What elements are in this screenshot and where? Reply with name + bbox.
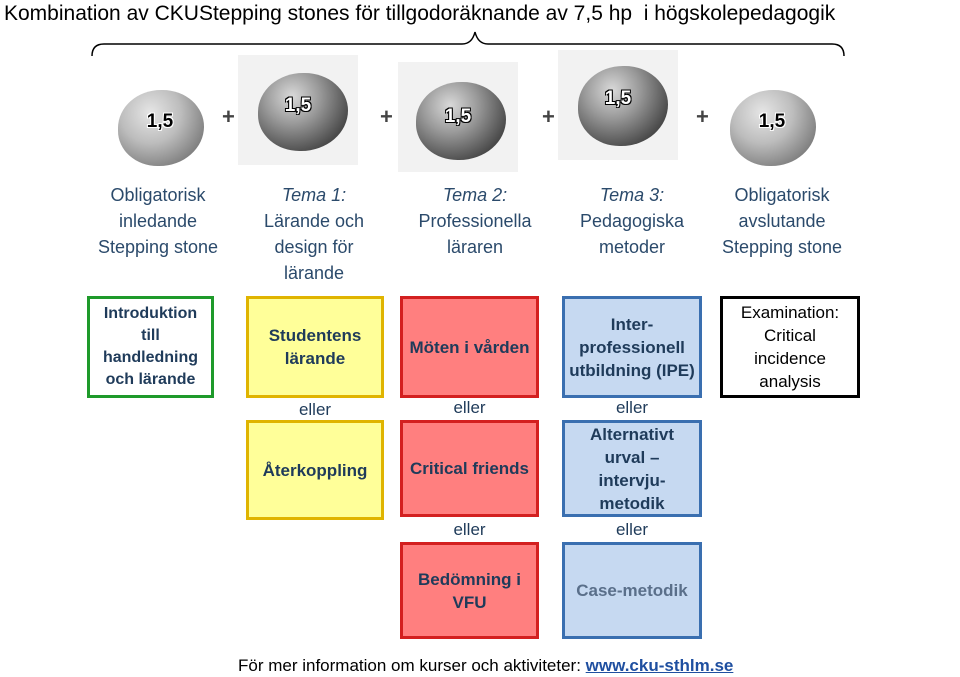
heading-line: lärande [283, 263, 345, 283]
stone-credit-label: 1,5 [284, 95, 312, 116]
plus-sign: + [380, 104, 393, 129]
heading-line: Stepping stone [97, 237, 219, 257]
box-label: Möten i vården [409, 337, 530, 357]
stone-image [258, 73, 348, 151]
stepping-stone-1: 1,5 [100, 68, 220, 178]
tema2-box-critical-friends: Critical friends [400, 420, 539, 517]
eller-label: eller [615, 520, 649, 539]
heading-line: design för [274, 237, 354, 257]
box-label: Alternativt urval – intervju-metodik [589, 424, 675, 513]
tema3-box-casemetodik: Case-metodik [562, 542, 702, 639]
column-heading-tema3: Tema 3: Pedagogiska metoder [552, 182, 712, 260]
column-heading-tema2: Tema 2: Professionella läraren [390, 182, 560, 260]
title-part-1: Kombination av CKU [4, 2, 199, 25]
column-heading-final: Obligatorisk avslutande Stepping stone [702, 182, 862, 260]
stepping-stone-4: 1,5 [558, 50, 678, 160]
box-label: Case-metodik [576, 581, 688, 600]
stepping-stone-3: 1,5 [398, 62, 518, 172]
heading-line: inledande [118, 211, 198, 231]
eller-label: eller [615, 398, 649, 417]
stepping-stone-2: 1,5 [238, 55, 358, 165]
footer-link[interactable]: www.cku-sthlm.se [585, 656, 734, 675]
heading-line: Obligatorisk [110, 185, 206, 205]
heading-line: Lärande och [263, 211, 365, 231]
heading-line: Pedagogiska [579, 211, 685, 231]
footer-text: För mer information om kurser och aktivi… [238, 656, 586, 675]
tema3-box-ipe: Inter-professionell utbildning (IPE) [562, 296, 702, 398]
intro-box: Introduktion till handledning och lärand… [87, 296, 214, 398]
tema3-box-intervjumetodik: Alternativt urval – intervju-metodik [562, 420, 702, 517]
tema1-box-studentens-larande: Studentens lärande [246, 296, 384, 398]
stone-image [118, 90, 204, 166]
stepping-stone-5: 1,5 [712, 68, 832, 178]
curly-brace [91, 31, 845, 57]
plus-sign: + [222, 104, 235, 129]
tema2-box-moten: Möten i vården [400, 296, 539, 398]
footer: För mer information om kurser och aktivi… [238, 656, 733, 676]
heading-line: Stepping stone [721, 237, 843, 257]
heading-line: metoder [598, 237, 666, 257]
box-label: Critical friends [409, 459, 530, 478]
heading-line: läraren [446, 237, 504, 257]
stone-image [578, 66, 668, 146]
exam-box-label: Examination: Critical incidence analysis [740, 303, 840, 391]
eller-label: eller [453, 520, 486, 539]
page-title: Kombination av CKUStepping stones för ti… [4, 2, 835, 26]
tema2-box-bedomning: Bedömning i VFU [400, 542, 539, 639]
plus-sign: + [542, 104, 555, 129]
box-label: Bedömning i VFU [418, 569, 521, 612]
eller-label: eller [298, 400, 332, 419]
title-part-3: i högskolepedagogik [643, 2, 836, 25]
heading-line: avslutande [738, 211, 826, 231]
column-heading-tema1: Tema 1: Lärande och design för lärande [234, 182, 394, 286]
heading-line: Tema 2: [442, 185, 508, 205]
box-label: Studentens lärande [268, 326, 362, 368]
stone-credit-label: 1,5 [146, 111, 174, 132]
title-part-2: Stepping stones för tillgodoräknande av … [198, 2, 633, 25]
stone-credit-label: 1,5 [758, 111, 786, 132]
heading-line: Professionella [418, 211, 532, 231]
heading-line: Tema 3: [599, 185, 665, 205]
box-label: Återkoppling [262, 460, 368, 480]
column-heading-intro: Obligatorisk inledande Stepping stone [78, 182, 238, 260]
stone-credit-label: 1,5 [444, 106, 472, 127]
stone-image [730, 90, 816, 166]
heading-line: Tema 1: [281, 185, 347, 205]
stone-image [416, 82, 506, 160]
stone-credit-label: 1,5 [604, 88, 632, 109]
eller-label: eller [453, 398, 486, 417]
box-label: Inter-professionell utbildning (IPE) [569, 314, 695, 380]
heading-line: Obligatorisk [734, 185, 830, 205]
tema1-box-aterkoppling: Återkoppling [246, 420, 384, 520]
exam-box: Examination: Critical incidence analysis [720, 296, 860, 398]
intro-box-label: Introduktion till handledning och lärand… [102, 305, 199, 388]
plus-sign: + [696, 104, 709, 129]
